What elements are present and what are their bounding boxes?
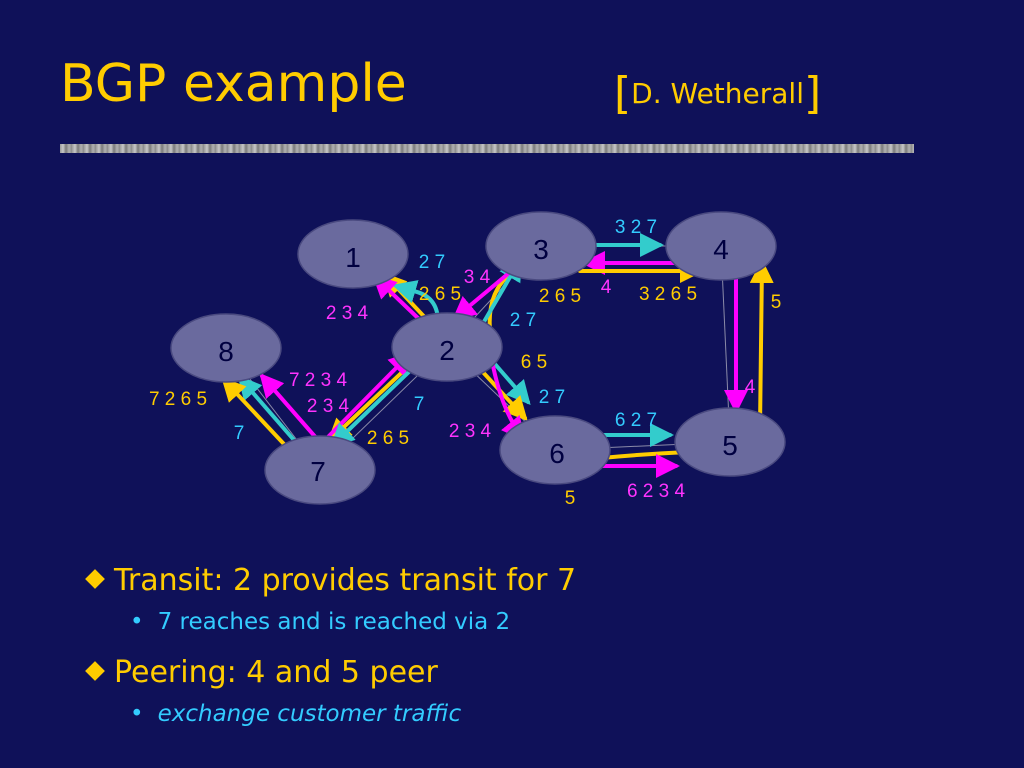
as-node-1: [297, 219, 409, 289]
as-node-2: [391, 312, 503, 382]
dot-bullet-icon: •: [130, 701, 144, 727]
route-label: 5: [771, 292, 782, 313]
route-label: 2 3 4: [449, 421, 492, 442]
route-label: 4: [601, 277, 612, 298]
route-arrow-cyan: [237, 374, 302, 449]
as-node-4: [665, 211, 777, 281]
bullet-transit: Transit: 2 provides transit for 7: [82, 563, 576, 609]
as-node-label-3: 3: [533, 234, 549, 265]
route-label: 2 6 5: [419, 284, 461, 305]
diamond-bullet-icon: [85, 661, 105, 681]
as-node-label-8: 8: [218, 336, 234, 367]
diamond-bullet-icon: [85, 569, 105, 589]
route-label: 3 2 7: [615, 217, 657, 238]
title-rule: [60, 144, 914, 153]
bullet-transit-text: Transit: 2 provides transit for 7: [114, 563, 577, 598]
sub-bullet-peering-text: exchange customer traffic: [157, 701, 462, 727]
sub-bullet-transit-text: 7 reaches and is reached via 2: [157, 609, 511, 635]
credit-name: D. Wetherall: [631, 77, 804, 110]
route-label: 2 3 4: [307, 396, 350, 417]
route-label: 4: [745, 377, 756, 398]
bullet-peering-text: Peering: 4 and 5 peer: [114, 655, 438, 690]
sub-bullet-transit: • 7 reaches and is reached via 2: [82, 609, 576, 655]
route-label: 2 3 4: [326, 303, 369, 324]
route-label: 6 5: [521, 352, 547, 373]
sub-bullet-peering: • exchange customer traffic: [82, 701, 576, 747]
route-label: 5: [565, 488, 576, 509]
bullet-list: Transit: 2 provides transit for 7 • 7 rea…: [82, 563, 576, 747]
bullet-peering: Peering: 4 and 5 peer: [82, 655, 576, 701]
as-node-label-7: 7: [310, 456, 326, 487]
as-node-7: [264, 435, 376, 505]
credit-close-bracket: ]: [803, 68, 822, 119]
route-label: 7: [234, 423, 245, 444]
route-label: 7: [414, 394, 425, 415]
route-label: 7 2 6 5: [149, 389, 207, 410]
as-node-label-2: 2: [439, 335, 455, 366]
route-label: 7 2 3 4: [289, 370, 348, 391]
route-label: 2 6 5: [539, 286, 581, 307]
route-label: 2 7: [419, 252, 445, 273]
node-group: 1 2 3 4 5 6 7 8: [170, 211, 786, 505]
slide-credit: [D. Wetherall]: [614, 72, 821, 116]
as-node-label-5: 5: [722, 430, 738, 461]
credit-open-bracket: [: [614, 68, 632, 119]
route-label: 2 6 5: [367, 428, 409, 449]
route-label: 3 2 6 5: [639, 284, 697, 305]
dot-bullet-icon: •: [130, 609, 144, 635]
route-arrow-cyan: [330, 364, 417, 448]
as-node-3: [485, 211, 597, 281]
route-arrow-magenta: [451, 266, 517, 321]
as-node-8: [170, 313, 282, 383]
route-arrow-yellow: [749, 259, 774, 430]
route-label: 2 7: [510, 310, 536, 331]
as-node-5: [674, 407, 786, 477]
route-arrow-magenta: [372, 274, 422, 322]
as-node-label-6: 6: [549, 438, 565, 469]
as-node-label-4: 4: [713, 234, 729, 265]
as-node-6: [499, 415, 611, 485]
route-label: 6 2 7: [615, 410, 657, 431]
route-label: 3 4: [464, 267, 491, 288]
route-label: 6 2 3 4: [627, 481, 686, 502]
route-label: 2 7: [539, 387, 565, 408]
slide-title: BGP example: [60, 54, 407, 114]
as-node-label-1: 1: [345, 242, 361, 273]
route-arrow-magenta: [259, 372, 320, 442]
